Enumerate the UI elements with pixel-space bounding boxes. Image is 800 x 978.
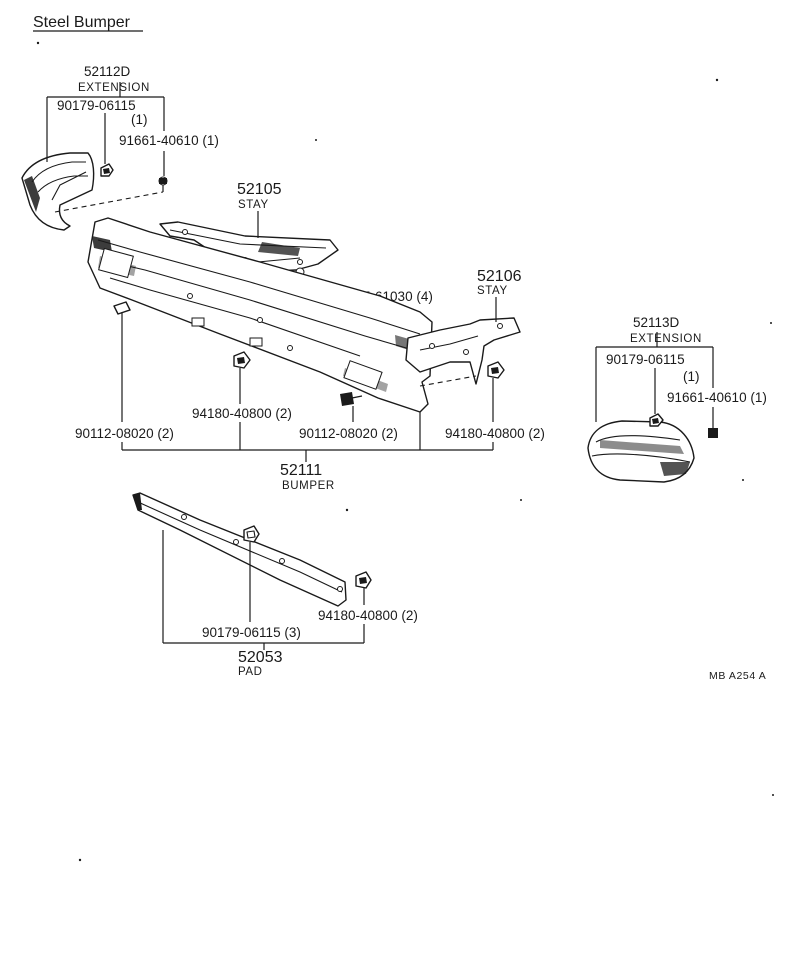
extension-left-screw-icon bbox=[158, 176, 168, 192]
pad-part-number: 52053 bbox=[238, 649, 283, 666]
extension-right-name: EXTENSION bbox=[630, 333, 702, 345]
stay-right-name: STAY bbox=[477, 285, 508, 297]
nut-right-number: 94180-40800 (2) bbox=[445, 426, 545, 441]
extension-left-leader bbox=[46, 82, 165, 176]
extension-left-clip-qty: (1) bbox=[131, 112, 148, 127]
extension-right-clip-qty: (1) bbox=[683, 369, 700, 384]
pad-nut-number: 94180-40800 (2) bbox=[318, 608, 418, 623]
extension-left-part-number: 52112D bbox=[84, 64, 131, 79]
bolt-center-number: 90112-08020 (2) bbox=[299, 426, 398, 441]
stay-left-part-number: 52105 bbox=[237, 181, 282, 198]
diagram-code: MB A254 A bbox=[709, 670, 766, 682]
scan-specks bbox=[36, 41, 774, 862]
diagram-title: Steel Bumper bbox=[33, 14, 131, 31]
extension-right-part-number: 52113D bbox=[633, 315, 680, 330]
stay-right-dashed-line bbox=[419, 375, 477, 387]
bumper-part-number: 52111 bbox=[280, 462, 322, 479]
extension-left-dashed-line bbox=[54, 191, 164, 213]
extension-right-screw-number: 91661-40610 (1) bbox=[667, 390, 767, 405]
stay-left-name: STAY bbox=[238, 199, 269, 211]
extension-left-clip-icon bbox=[100, 163, 114, 177]
pad-part bbox=[132, 492, 347, 607]
pad-clip-number: 90179-06115 (3) bbox=[202, 625, 301, 640]
extension-right-leader bbox=[595, 332, 714, 422]
pad-clip-icon bbox=[243, 525, 260, 543]
nut-center-number: 94180-40800 (2) bbox=[192, 406, 292, 421]
extension-right-part bbox=[587, 420, 695, 483]
bumper-bolt-center-icon bbox=[340, 392, 363, 406]
bumper-leader-lines bbox=[121, 330, 494, 462]
bumper-nut-center-icon bbox=[233, 351, 251, 369]
bumper-name: BUMPER bbox=[282, 480, 335, 492]
bumper-bolt-left-icon bbox=[113, 301, 131, 330]
stay-right-part-number: 52106 bbox=[477, 268, 522, 285]
extension-right-clip-number: 90179-06115 bbox=[606, 352, 685, 367]
extension-right-screw-icon bbox=[708, 420, 718, 438]
pad-leader-lines bbox=[162, 530, 365, 650]
extension-left-clip-number: 90179-06115 bbox=[57, 98, 136, 113]
extension-left-screw-number: 91661-40610 (1) bbox=[119, 133, 219, 148]
extension-right-clip-icon bbox=[649, 413, 664, 427]
bolt-left-number: 90112-08020 (2) bbox=[75, 426, 174, 441]
stay-right-part bbox=[405, 317, 521, 385]
pad-nut-icon bbox=[355, 571, 372, 589]
bumper-part bbox=[87, 217, 433, 413]
bumper-nut-right-icon bbox=[487, 361, 505, 379]
pad-name: PAD bbox=[238, 666, 263, 678]
extension-left-part bbox=[21, 152, 95, 231]
extension-left-name: EXTENSION bbox=[78, 82, 150, 94]
